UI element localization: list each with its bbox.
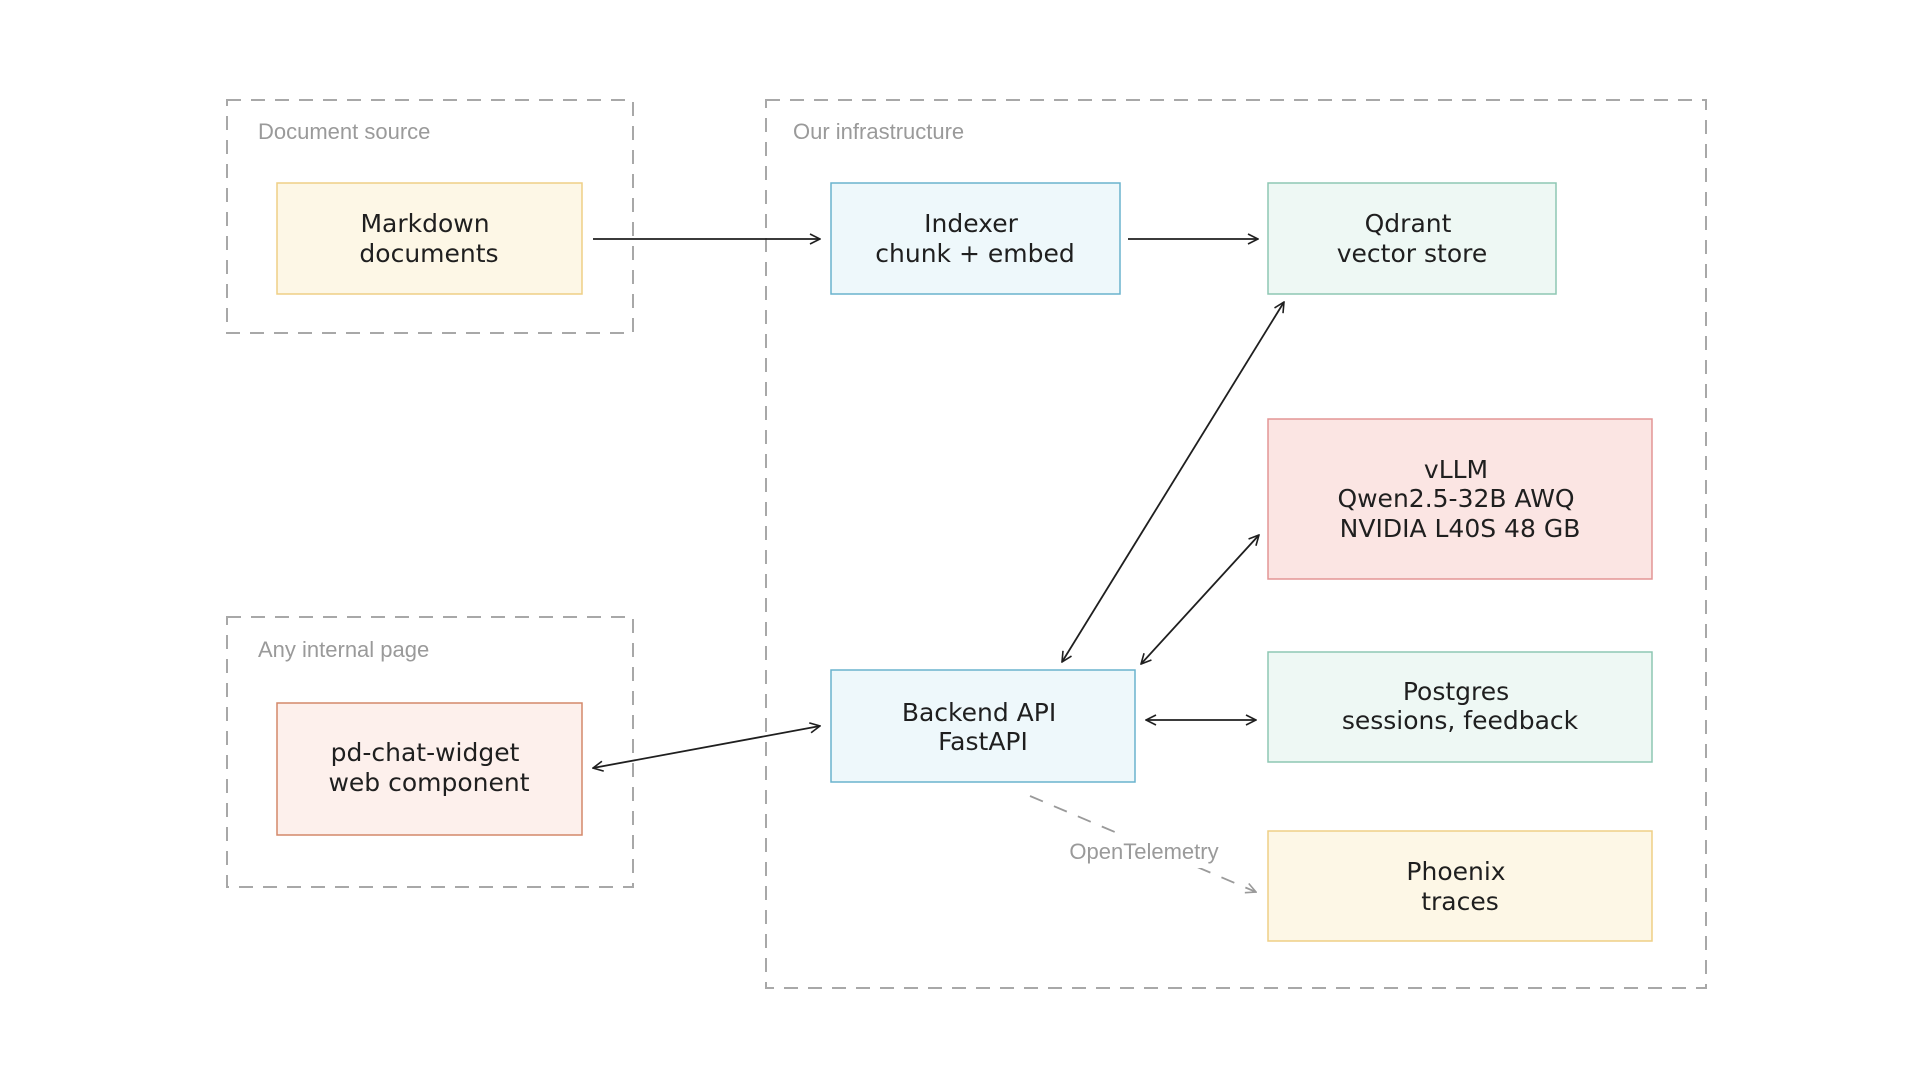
svg-text:Indexer chunk + embed: Indexer chunk + embed	[875, 209, 1074, 268]
node-line: pd-chat-widget	[331, 738, 520, 767]
node-line: Indexer	[924, 209, 1018, 238]
node-line: Postgres	[1403, 677, 1509, 706]
edges: OpenTelemetry	[593, 239, 1284, 892]
boundary-our-infrastructure: Our infrastructure	[765, 99, 1707, 989]
node-line: FastAPI	[938, 727, 1028, 756]
node-line: Phoenix	[1406, 857, 1505, 886]
edge-backend-vllm	[1141, 535, 1259, 664]
boundary-any-internal-page: Any internal page	[226, 616, 634, 888]
svg-text:Markdown documents: Markdown documents	[359, 209, 498, 268]
node-line: Backend API	[902, 698, 1056, 727]
svg-text:Backend API FastAPI: Backend API FastAPI	[902, 698, 1064, 756]
boundary-document-source: Document source	[226, 99, 634, 334]
svg-text:pd-chat-widget web com: pd-chat-widget web component	[328, 738, 529, 797]
svg-text:Postgres sessions, fee: Postgres sessions, feedback	[1342, 677, 1579, 735]
node-indexer: Indexer chunk + embed	[830, 182, 1121, 295]
node-line: chunk + embed	[875, 239, 1074, 268]
node-line: Qwen2.5-32B AWQ	[1337, 484, 1574, 513]
edge-label-background	[1058, 834, 1230, 868]
node-postgres: Postgres sessions, feedback	[1267, 651, 1653, 763]
svg-text:Qdrant vector store: Qdrant vector store	[1337, 209, 1487, 268]
node-line: vector store	[1337, 239, 1487, 268]
node-line: sessions, feedback	[1342, 706, 1579, 735]
edge-backend-qdrant	[1062, 302, 1284, 662]
edge-label-opentelemetry: OpenTelemetry	[1069, 839, 1218, 864]
node-line: Qdrant	[1365, 209, 1452, 238]
node-vllm: vLLM Qwen2.5-32B AWQ NVIDIA L40S 48 GB	[1267, 418, 1653, 580]
node-line: vLLM	[1424, 455, 1488, 484]
node-backend-api: Backend API FastAPI	[830, 669, 1136, 783]
node-line: Markdown	[360, 209, 489, 238]
node-line: web component	[328, 768, 529, 797]
node-phoenix: Phoenix traces	[1267, 830, 1653, 942]
svg-text:Phoenix traces: Phoenix traces	[1406, 857, 1513, 916]
node-line: traces	[1421, 887, 1499, 916]
node-line: NVIDIA L40S 48 GB	[1340, 514, 1581, 543]
svg-text:vLLM Qwen2.5-32B AWQ: vLLM Qwen2.5-32B AWQ NVIDIA L40S 48 GB	[1337, 455, 1582, 543]
edge-widget-backend	[593, 726, 820, 768]
node-markdown-documents: Markdown documents	[276, 182, 583, 295]
node-qdrant: Qdrant vector store	[1267, 182, 1557, 295]
boundary-label-document-source: Document source	[258, 119, 430, 144]
node-pd-chat-widget: pd-chat-widget web component	[276, 702, 583, 836]
boundary-label-any-internal-page: Any internal page	[258, 637, 429, 662]
boundary-label-our-infrastructure: Our infrastructure	[793, 119, 964, 144]
node-line: documents	[359, 239, 498, 268]
